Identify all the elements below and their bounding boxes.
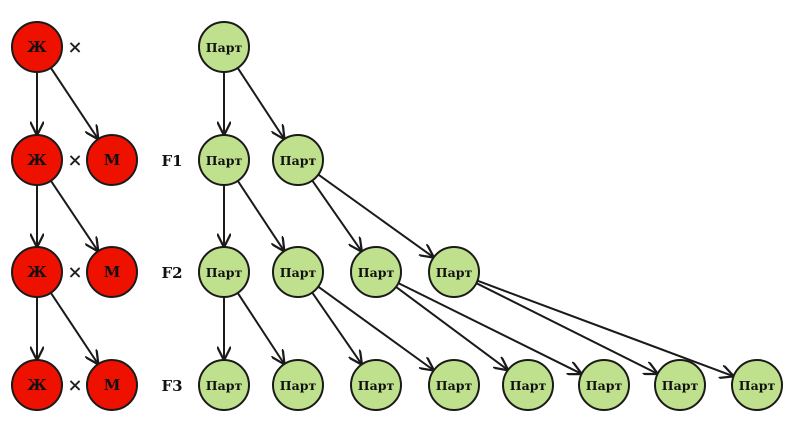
- female-node-label: Ж: [27, 376, 47, 394]
- arrow-female-to-male: [50, 180, 98, 251]
- arrow-parthenogenetic: [317, 173, 433, 257]
- parthenogenetic-node-label: Парт: [739, 378, 776, 393]
- parthenogenetic-node-label: Парт: [206, 153, 243, 168]
- parthenogenetic-node: Парт: [428, 246, 480, 298]
- arrow-parthenogenetic: [395, 286, 507, 370]
- male-node: М: [86, 359, 138, 411]
- cross-symbol: ×: [67, 37, 82, 58]
- parthenogenetic-node-label: Парт: [280, 153, 317, 168]
- cross-symbol: ×: [67, 375, 82, 396]
- parthenogenetic-node-label: Парт: [358, 378, 395, 393]
- parthenogenetic-node-label: Парт: [280, 265, 317, 280]
- parthenogenetic-node-circle: [502, 359, 554, 411]
- male-node-label: М: [104, 151, 121, 169]
- male-node-circle: [86, 134, 138, 186]
- male-node-circle: [86, 246, 138, 298]
- male-node-circle: [86, 359, 138, 411]
- parthenogenetic-node: Парт: [350, 246, 402, 298]
- parthenogenetic-node-circle: [198, 134, 250, 186]
- arrow-parthenogenetic: [236, 67, 284, 138]
- parthenogenetic-node: Парт: [198, 21, 250, 73]
- female-node-label: Ж: [27, 38, 47, 56]
- female-node-circle: [11, 246, 63, 298]
- generation-label: F2: [161, 264, 182, 282]
- arrow-parthenogenetic: [311, 292, 361, 364]
- arrow-parthenogenetic: [397, 282, 580, 373]
- generation-label: F3: [161, 377, 182, 395]
- parthenogenetic-node-label: Парт: [510, 378, 547, 393]
- parthenogenetic-node-circle: [428, 359, 480, 411]
- female-node: Ж: [11, 246, 63, 298]
- arrow-parthenogenetic: [236, 180, 284, 250]
- female-node: Ж: [11, 21, 63, 73]
- parthenogenetic-node: Парт: [198, 359, 250, 411]
- parthenogenetic-node-label: Парт: [206, 378, 243, 393]
- parthenogenetic-node: Парт: [272, 359, 324, 411]
- parthenogenetic-node-circle: [198, 359, 250, 411]
- female-node: Ж: [11, 359, 63, 411]
- parthenogenetic-node-circle: [350, 359, 402, 411]
- parthenogenetic-node-circle: [731, 359, 783, 411]
- female-node-circle: [11, 359, 63, 411]
- male-node-label: М: [104, 263, 121, 281]
- parthenogenetic-node-label: Парт: [280, 378, 317, 393]
- parthenogenetic-node-circle: [198, 246, 250, 298]
- parthenogenetic-node: Парт: [272, 246, 324, 298]
- female-node-circle: [11, 134, 63, 186]
- parthenogenetic-node-circle: [578, 359, 630, 411]
- parthenogenetic-node: Парт: [198, 134, 250, 186]
- parthenogenetic-node-label: Парт: [206, 265, 243, 280]
- male-node: М: [86, 246, 138, 298]
- male-node: М: [86, 134, 138, 186]
- male-node-label: М: [104, 376, 121, 394]
- parthenogenetic-node-circle: [272, 359, 324, 411]
- arrow-parthenogenetic: [236, 292, 284, 363]
- female-node-circle: [11, 21, 63, 73]
- parthenogenetic-node-label: Парт: [436, 378, 473, 393]
- parthenogenetic-node-label: Парт: [436, 265, 473, 280]
- generation-label: F1: [161, 152, 182, 170]
- arrow-parthenogenetic: [317, 285, 433, 370]
- parthenogenetic-node-label: Парт: [206, 40, 243, 55]
- female-node: Ж: [11, 134, 63, 186]
- parthenogenetic-node: Парт: [428, 359, 480, 411]
- parthenogenetic-node: Парт: [198, 246, 250, 298]
- parthenogenetic-node-label: Парт: [358, 265, 395, 280]
- parthenogenetic-node: Парт: [350, 359, 402, 411]
- arrow-female-to-male: [49, 292, 98, 364]
- parthenogenetic-node: Парт: [654, 359, 706, 411]
- arrow-parthenogenetic: [311, 179, 361, 251]
- parthenogenetic-node-circle: [428, 246, 480, 298]
- parthenogenetic-node-label: Парт: [662, 378, 699, 393]
- parthenogenetic-node-circle: [272, 134, 324, 186]
- female-node-label: Ж: [27, 151, 47, 169]
- parthenogenetic-node-circle: [350, 246, 402, 298]
- cross-symbol: ×: [67, 150, 82, 171]
- arrow-parthenogenetic: [477, 279, 732, 376]
- parthenogenetic-node-circle: [654, 359, 706, 411]
- parthenogenetic-node: Парт: [731, 359, 783, 411]
- parthenogenetic-node-circle: [272, 246, 324, 298]
- parthenogenetic-node: Парт: [272, 134, 324, 186]
- arrow-parthenogenetic: [475, 282, 656, 373]
- female-node-label: Ж: [27, 263, 47, 281]
- arrow-female-to-male: [49, 67, 98, 139]
- parthenogenetic-node: Парт: [578, 359, 630, 411]
- parthenogenetic-node-circle: [198, 21, 250, 73]
- parthenogenetic-node-label: Парт: [586, 378, 623, 393]
- parthenogenetic-node: Парт: [502, 359, 554, 411]
- cross-symbol: ×: [67, 262, 82, 283]
